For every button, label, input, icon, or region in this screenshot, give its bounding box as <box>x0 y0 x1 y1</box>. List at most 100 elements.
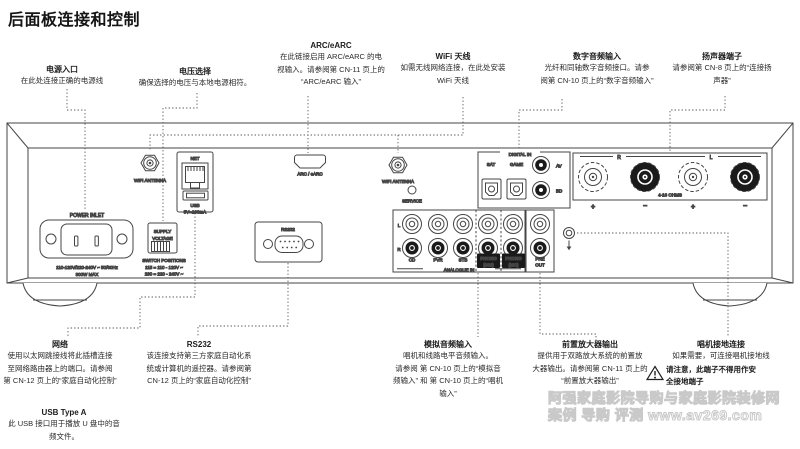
net-usb-panel <box>176 151 214 213</box>
leader-power-inlet <box>66 89 86 211</box>
binding-post-l-plus <box>678 162 708 192</box>
annotation-body: 请参阅第 CN-8 页上的“连接扬 声器” <box>672 63 772 85</box>
foot-right <box>692 282 768 307</box>
annotation-body: 在此处连接正确的电源线 <box>20 76 104 85</box>
service-label: SERVICE <box>402 199 422 204</box>
input-pvr-label: PVR <box>433 258 443 263</box>
rs232-label: RS232 <box>281 227 295 232</box>
hdmi-label: ARC / eARC <box>297 172 323 177</box>
annotation-voltage-select: 电压选择 确保选择的电压与本地电源相符。 <box>135 66 255 90</box>
digital-in-panel <box>477 148 571 209</box>
leader-digital-in <box>518 99 563 150</box>
ground-warning-text: 请注意，此端子不得用作安 全接地端子 <box>666 364 756 387</box>
sat-label: SAT <box>487 162 496 167</box>
annotation-usb-type-a: USB Type A 此 USB 接口用于播放 U 盘中的音 频文件。 <box>2 407 126 443</box>
annotation-body: 该连接支持第三方家庭自动化系 统或计算机的遥控器。请参阅第 CN-12 页上的“… <box>146 351 252 385</box>
power-inlet-socket <box>39 219 134 259</box>
rca-jacks <box>402 214 550 258</box>
game-label: GAME <box>510 162 523 167</box>
annotation-body: 提供用于双路放大系统的前置放 大器输出。请参阅第 CN-11 页上的 “前置放大… <box>532 351 648 385</box>
power-rating-line1: 110-120V/220-240V ~ 50/60Hz <box>56 265 119 270</box>
speaker-r-label: R <box>617 155 621 161</box>
power-rating-line2: 300W MAX <box>76 272 99 277</box>
pre-out-panel <box>525 209 555 273</box>
watermark: 阿强家庭影院导购与家庭影院装修网 案例 导购 评测 www.av269.com <box>548 390 800 424</box>
speaker-terminals <box>572 152 768 201</box>
annotation-power-inlet: 电源入口 在此处连接正确的电源线 <box>2 64 122 88</box>
pre-out-label1: PRE <box>535 257 544 262</box>
annotation-digital-audio-in: 数字音频输入 光纤和同轴数字音频接口。请参 阅第 CN-10 页上的“数字音频输… <box>535 51 659 87</box>
annotation-title: 网络 <box>52 340 68 349</box>
post-plus-1: + <box>591 204 595 211</box>
watermark-line2: 案例 导购 评测 www.av269.com <box>548 407 763 424</box>
annotation-analog-audio-in: 模拟音频输入 唱机和线路电平音频输入。 请参阅 第 CN-10 页上的“模拟音 … <box>387 339 509 400</box>
usb-label: USB <box>190 203 199 208</box>
annotation-arc-earc: ARC/eARC 在此链接启用 ARC/eARC 的电 视输入。请参阅第 CN-… <box>267 40 395 89</box>
leader-wifi <box>149 97 464 153</box>
annotation-title: 扬声器端子 <box>702 52 742 61</box>
row-r-label: R <box>397 247 401 252</box>
phono-mm-label1: PHONO <box>480 256 497 261</box>
annotation-body: 确保选择的电压与本地电源相符。 <box>138 78 252 87</box>
ground-terminal <box>563 227 575 251</box>
coax-av-port <box>532 156 550 174</box>
leader-preout <box>539 273 597 340</box>
annotation-title: 电源入口 <box>46 65 78 74</box>
wifi-antenna-1-connector <box>140 154 160 172</box>
voltage-switch-label2: VOLTAGE <box>152 236 173 241</box>
bd-label: BD <box>556 189 563 194</box>
annotation-title: ARC/eARC <box>310 41 352 50</box>
annotation-title: 模拟音频输入 <box>424 340 472 349</box>
watermark-line1: 阿强家庭影院导购与家庭影院装修网 <box>548 390 781 407</box>
annotation-title: 前置放大器输出 <box>562 340 618 349</box>
usb-rating-label: 5V=100mA <box>184 210 206 215</box>
annotation-body: 使用以太网跳接线将此插槽连接 至网络路由器上的端口。请参阅 第 CN-12 页上… <box>3 351 117 385</box>
annotation-network: 网络 使用以太网跳接线将此插槽连接 至网络路由器上的端口。请参阅 第 CN-12… <box>0 339 120 388</box>
rca-row-r <box>402 238 550 258</box>
warning-triangle-icon <box>646 364 664 380</box>
coax-bd-port <box>532 181 550 199</box>
annotation-body: 光纤和同轴数字音频接口。请参 阅第 CN-10 页上的“数字音频输入” <box>540 63 654 85</box>
post-plus-2: + <box>691 204 695 211</box>
binding-post-r-minus <box>630 162 660 192</box>
phono-mc-badge <box>502 253 525 268</box>
av-label: AV <box>556 164 562 169</box>
switch-positions-line1: SWITCH POSITIONS <box>142 258 186 263</box>
annotation-title: WiFi 天线 <box>435 52 471 61</box>
hdmi-arc-port <box>294 154 326 169</box>
input-cd-label: CD <box>409 258 416 263</box>
ethernet-port <box>181 162 209 190</box>
toslink-sat-port <box>481 178 502 200</box>
row-l-label: L <box>398 223 401 228</box>
annotation-wifi-antenna: WiFi 天线 如需无线网络连接，在此处安装 WiFi 天线 <box>393 51 513 87</box>
annotation-body: 在此链接启用 ARC/eARC 的电 视输入。请参阅第 CN-11 页上的 “A… <box>277 52 385 86</box>
analogue-in-label: ANALOGUE IN <box>444 267 475 272</box>
switch-positions-line3: 230 = 220 - 240V ~ <box>145 272 184 277</box>
annotation-title: USB Type A <box>41 408 87 417</box>
leader-speaker <box>669 96 726 151</box>
phono-mm-label2: (MM) <box>483 262 494 267</box>
digital-in-label: DIGITAL IN <box>509 152 532 157</box>
analogue-in-panel <box>392 209 555 273</box>
leader-rs232 <box>197 263 289 336</box>
annotation-body: 此 USB 接口用于播放 U 盘中的音 频文件。 <box>8 419 120 441</box>
usb-port <box>182 190 209 201</box>
leader-network <box>67 213 196 337</box>
ohms-label: 4-16 OHMS <box>658 193 682 198</box>
power-inlet-label: POWER INLET <box>70 213 104 219</box>
foot-left <box>22 282 98 307</box>
wifi-antenna-1-label: WIFI ANTENNA <box>134 178 166 183</box>
net-label: NET <box>191 156 200 161</box>
input-stb-label: STB <box>459 258 468 263</box>
annotation-title: RS232 <box>186 340 212 349</box>
ground-warning: 请注意，此端子不得用作安 全接地端子 <box>646 364 797 389</box>
voltage-switch <box>147 222 178 254</box>
binding-post-r-plus <box>578 162 608 192</box>
rca-row-l <box>402 214 550 234</box>
voltage-switch-label1: SUPPLY <box>154 229 171 234</box>
annotation-rs232: RS232 该连接支持第三方家庭自动化系 统或计算机的遥控器。请参阅第 CN-1… <box>138 339 260 388</box>
annotation-phono-ground: 唱机接地连接 如果需要，可连接唱机接地线 请注意，此端子不得用作安 全接地端子 <box>645 339 797 389</box>
pre-out-label2: OUT <box>535 263 545 268</box>
phono-mm-badge <box>477 253 500 268</box>
